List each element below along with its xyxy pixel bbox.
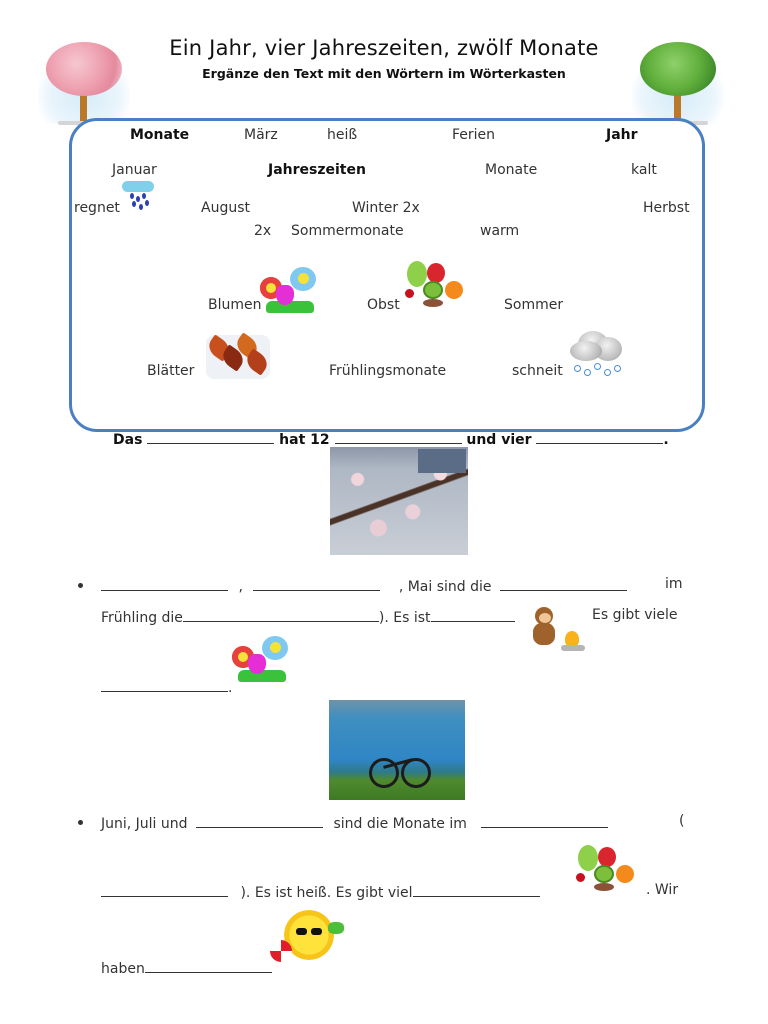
word-item: Winter 2x bbox=[352, 200, 420, 216]
spring-line-3: . bbox=[101, 677, 232, 696]
worksheet-title: Ein Jahr, vier Jahreszeiten, zwölf Monat… bbox=[169, 36, 599, 60]
word-box: Monate März heiß Ferien Jahr Januar Jahr… bbox=[69, 118, 705, 432]
text: Juni, Juli und bbox=[101, 816, 188, 832]
word-item: Jahr bbox=[606, 127, 638, 143]
blank-field[interactable] bbox=[101, 677, 228, 692]
word-item: August bbox=[201, 200, 250, 216]
word-item: Sommermonate bbox=[291, 223, 404, 239]
word-item: 2x bbox=[254, 223, 272, 239]
fruit-icon bbox=[405, 259, 467, 311]
fruit-icon bbox=[576, 843, 638, 895]
text: ). Es ist bbox=[378, 610, 431, 626]
blank-field[interactable] bbox=[481, 813, 609, 828]
summer-line-1: Juni, Juli und sind die Monate im bbox=[101, 813, 609, 832]
word-item: Herbst bbox=[643, 200, 690, 216]
worksheet-subtitle: Ergänze den Text mit den Wörtern im Wört… bbox=[202, 66, 566, 81]
text: . bbox=[228, 680, 233, 696]
intro-text-period: . bbox=[663, 432, 669, 448]
autumn-leaves-icon bbox=[204, 332, 272, 379]
text: Es gibt viele bbox=[592, 607, 678, 623]
text: ). Es ist heiß. Es gibt viel bbox=[240, 885, 413, 901]
blank-field[interactable] bbox=[195, 813, 323, 828]
text: , bbox=[238, 579, 243, 595]
blank-field[interactable] bbox=[334, 429, 462, 444]
blank-field[interactable] bbox=[101, 882, 228, 897]
flowers-icon bbox=[232, 636, 290, 682]
blank-field[interactable] bbox=[253, 576, 381, 591]
word-item: Monate bbox=[485, 162, 538, 178]
word-item: Sommer bbox=[504, 297, 564, 313]
word-item: Monate bbox=[130, 127, 190, 143]
text: ( bbox=[679, 813, 685, 829]
blank-field[interactable] bbox=[412, 882, 540, 897]
word-item: März bbox=[244, 127, 278, 143]
bicycle-lake-photo bbox=[329, 700, 465, 800]
intro-sentence: Das hat 12 und vier . bbox=[113, 429, 669, 448]
word-item: Blätter bbox=[147, 363, 195, 379]
blank-field[interactable] bbox=[147, 429, 275, 444]
cherry-blossom-tree-icon bbox=[38, 34, 130, 129]
spring-line-2: Frühling die ). Es ist bbox=[101, 607, 515, 626]
text: im bbox=[665, 576, 683, 592]
word-item: Januar bbox=[112, 162, 157, 178]
rain-cloud-icon bbox=[122, 181, 156, 213]
word-item: regnet bbox=[74, 200, 120, 216]
word-item: Jahreszeiten bbox=[268, 162, 366, 178]
word-item: kalt bbox=[631, 162, 657, 178]
word-item: Blumen bbox=[208, 297, 262, 313]
spring-line-1: , , Mai sind die bbox=[101, 576, 627, 595]
text: Frühling die bbox=[101, 610, 183, 626]
blank-field[interactable] bbox=[182, 607, 379, 622]
word-item: Ferien bbox=[452, 127, 496, 143]
text: haben bbox=[101, 961, 145, 977]
text: . Wir bbox=[646, 882, 679, 898]
text: sind die Monate im bbox=[333, 816, 467, 832]
word-item: heiß bbox=[327, 127, 358, 143]
intro-text-undvier: und vier bbox=[466, 432, 532, 448]
bullet bbox=[78, 583, 83, 588]
word-item: schneit bbox=[512, 363, 563, 379]
word-item: warm bbox=[480, 223, 520, 239]
intro-text-hat12: hat 12 bbox=[279, 432, 330, 448]
snow-cloud-icon bbox=[570, 327, 626, 377]
summer-line-3: haben bbox=[101, 958, 272, 977]
text: , Mai sind die bbox=[398, 579, 492, 595]
word-item: Frühlingsmonate bbox=[329, 363, 447, 379]
summer-line-2: ). Es ist heiß. Es gibt viel bbox=[101, 882, 540, 901]
blank-field[interactable] bbox=[430, 607, 515, 622]
bullet bbox=[78, 820, 83, 825]
blank-field[interactable] bbox=[499, 576, 627, 591]
green-tree-icon bbox=[632, 34, 724, 129]
bicycle-icon bbox=[369, 746, 431, 788]
blank-field[interactable] bbox=[101, 576, 228, 591]
word-item: Obst bbox=[367, 297, 400, 313]
cherry-blossom-photo bbox=[330, 447, 468, 555]
blank-field[interactable] bbox=[536, 429, 664, 444]
blank-field[interactable] bbox=[144, 958, 272, 973]
sun-sunglasses-icon bbox=[270, 908, 354, 970]
monkey-campfire-icon bbox=[529, 605, 587, 651]
flowers-icon bbox=[260, 267, 318, 313]
intro-text-das: Das bbox=[113, 432, 143, 448]
